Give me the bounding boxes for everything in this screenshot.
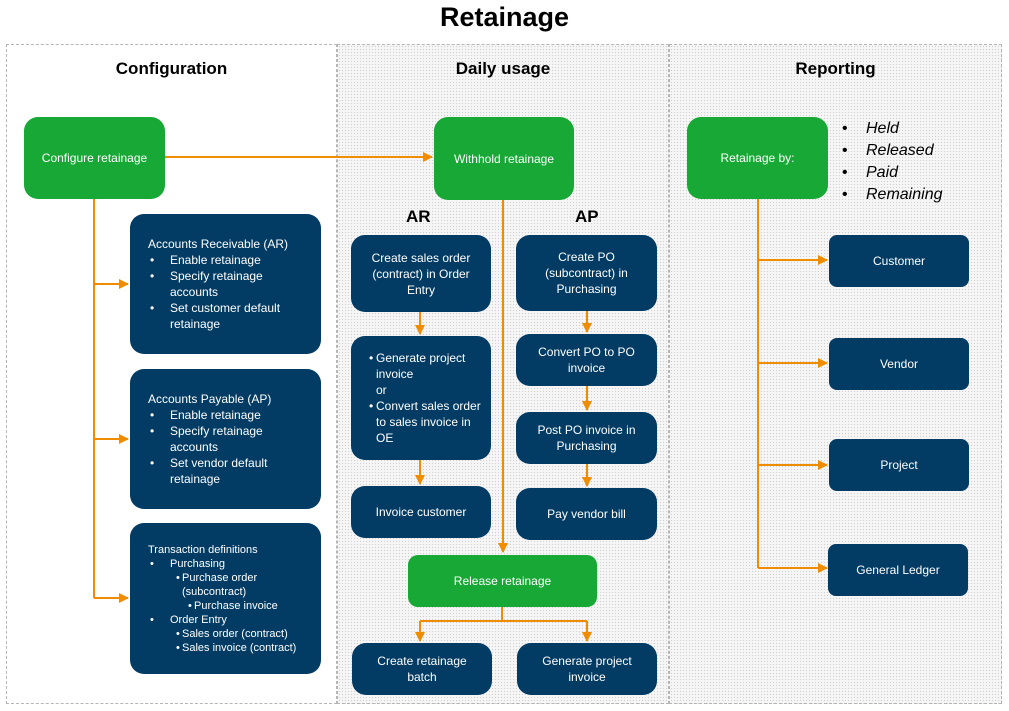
convert-sales-order-option: Convert sales order to sales invoice in … xyxy=(367,398,481,446)
create-sales-order-box: Create sales order (contract) in Order E… xyxy=(351,235,491,312)
generate-project-invoice-box: Generate project invoice xyxy=(517,643,657,695)
create-po-label: Create PO (subcontract) in Purchasing xyxy=(545,250,628,296)
ar-config-item: Set customer default retainage xyxy=(148,300,311,332)
release-retainage-label: Release retainage xyxy=(453,574,552,588)
td-sales-order: Sales order (contract) xyxy=(148,627,311,641)
td-sales-invoice: Sales invoice (contract) xyxy=(148,641,311,655)
release-retainage-box: Release retainage xyxy=(408,555,597,607)
td-order-entry: Order Entry xyxy=(148,613,311,627)
project-report-label: Project xyxy=(880,458,918,472)
create-retainage-batch-label: Create retainage batch xyxy=(377,654,467,684)
retainage-by-box: Retainage by: xyxy=(687,117,828,199)
generate-or-convert-box: Generate project invoice or Convert sale… xyxy=(351,336,491,460)
ar-column-label: AR xyxy=(406,207,431,226)
withhold-retainage-label: Withhold retainage xyxy=(453,151,555,166)
ar-config-item: Enable retainage xyxy=(148,252,311,268)
retainage-by-label: Retainage by: xyxy=(720,151,795,165)
vendor-report-box: Vendor xyxy=(829,338,969,390)
td-purchase-invoice: Purchase invoice xyxy=(148,599,311,613)
state-item: Held xyxy=(842,118,942,140)
ar-config-item: Specify retainage accounts xyxy=(148,268,311,300)
state-item: Released xyxy=(842,140,942,162)
pay-vendor-bill-box: Pay vendor bill xyxy=(516,488,657,540)
generate-project-invoice-label: Generate project invoice xyxy=(542,654,632,684)
convert-po-label: Convert PO to PO invoice xyxy=(538,345,635,375)
retainage-states-list: Held Released Paid Remaining xyxy=(842,118,942,206)
daily-usage-title: Daily usage xyxy=(455,59,551,78)
configuration-panel: Configuration xyxy=(6,44,337,704)
ap-config-box: Accounts Payable (AP) Enable retainage S… xyxy=(130,369,321,509)
ar-config-heading: Accounts Receivable (AR) xyxy=(148,237,289,251)
transaction-definitions-box: Transaction definitions Purchasing Purch… xyxy=(130,523,321,674)
customer-report-label: Customer xyxy=(872,254,925,268)
post-po-box: Post PO invoice in Purchasing xyxy=(516,412,657,464)
ap-column-label: AP xyxy=(575,207,599,226)
general-ledger-report-box: General Ledger xyxy=(828,544,968,596)
td-heading: Transaction definitions xyxy=(148,544,258,556)
state-item: Remaining xyxy=(842,184,942,206)
create-sales-order-label: Create sales order (contract) in Order E… xyxy=(371,250,471,297)
pay-vendor-bill-label: Pay vendor bill xyxy=(547,507,626,521)
general-ledger-report-label: General Ledger xyxy=(856,563,940,577)
ar-config-box: Accounts Receivable (AR) Enable retainag… xyxy=(130,214,321,354)
withhold-retainage-box: Withhold retainage xyxy=(434,117,574,200)
reporting-title: Reporting xyxy=(795,59,876,78)
ap-config-item: Enable retainage xyxy=(148,407,311,423)
generate-option-text: Generate project invoice xyxy=(376,351,466,381)
diagram-title: Retainage xyxy=(439,2,570,32)
ap-config-heading: Accounts Payable (AP) xyxy=(148,392,272,406)
ap-config-item: Set vendor default retainage xyxy=(148,455,311,487)
td-purchase-order: Purchase order (subcontract) xyxy=(148,571,311,599)
convert-option-text: Convert sales order to sales invoice in … xyxy=(376,399,481,445)
create-po-box: Create PO (subcontract) in Purchasing xyxy=(516,235,657,311)
generate-project-invoice-option: Generate project invoice xyxy=(367,350,481,382)
td-purchasing: Purchasing xyxy=(148,557,311,571)
invoice-customer-box: Invoice customer xyxy=(351,486,491,538)
configure-retainage-label: Configure retainage xyxy=(41,151,148,165)
convert-po-box: Convert PO to PO invoice xyxy=(516,334,657,386)
configuration-title: Configuration xyxy=(115,59,228,78)
post-po-label: Post PO invoice in Purchasing xyxy=(537,423,636,453)
create-retainage-batch-box: Create retainage batch xyxy=(352,643,492,695)
configure-retainage-box: Configure retainage xyxy=(24,117,165,199)
project-report-box: Project xyxy=(829,439,969,491)
or-text: or xyxy=(376,383,387,397)
ap-config-item: Specify retainage accounts xyxy=(148,423,311,455)
customer-report-box: Customer xyxy=(829,235,969,287)
invoice-customer-label: Invoice customer xyxy=(375,505,467,519)
state-item: Paid xyxy=(842,162,942,184)
vendor-report-label: Vendor xyxy=(879,357,919,371)
